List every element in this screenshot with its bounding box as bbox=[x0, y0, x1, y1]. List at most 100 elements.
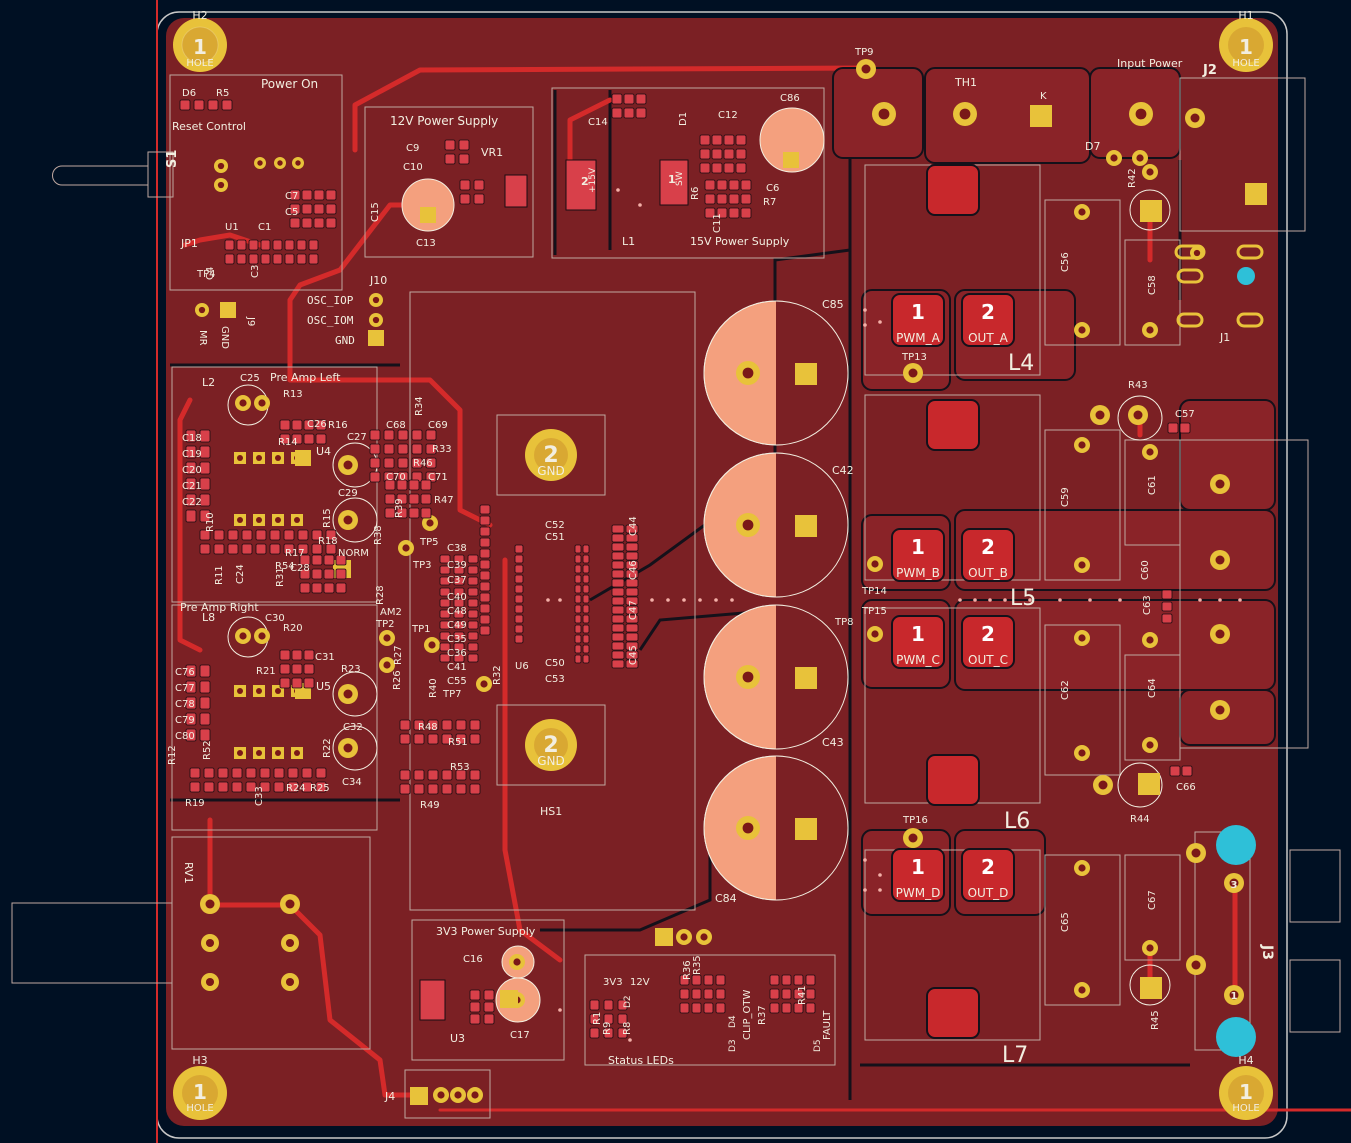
text-sw-label: SW bbox=[675, 171, 685, 186]
text-osc-iop: OSC_IOP bbox=[307, 294, 354, 307]
ref-r37: R37 bbox=[757, 1005, 768, 1025]
text-tp8: TP8 bbox=[834, 617, 854, 628]
text-12v-supply: 12V Power Supply bbox=[390, 114, 498, 128]
text-c43: C43 bbox=[822, 736, 844, 749]
ref-c21: C21 bbox=[182, 481, 202, 492]
ref-r27: R27 bbox=[393, 645, 404, 665]
power-pad-number: 2 bbox=[981, 855, 995, 879]
ref-r22: R22 bbox=[322, 738, 333, 758]
text-15v-supply: 15V Power Supply bbox=[690, 235, 790, 248]
ref-r33: R33 bbox=[432, 444, 452, 455]
smd-components bbox=[179, 93, 1267, 1039]
ref-r31: R31 bbox=[275, 567, 286, 587]
power-pad-label: PWM_A bbox=[896, 331, 940, 345]
ref-r21: R21 bbox=[256, 666, 276, 677]
text-c85: C85 bbox=[822, 298, 844, 311]
ref-c1: C1 bbox=[258, 222, 271, 233]
ref-c69: C69 bbox=[428, 420, 448, 431]
ref-r45: R45 bbox=[1150, 1010, 1161, 1030]
ref-r14: R14 bbox=[278, 437, 298, 448]
text-hs1: HS1 bbox=[540, 805, 562, 818]
ref-r44: R44 bbox=[1130, 814, 1150, 825]
ref-r13: R13 bbox=[283, 389, 303, 400]
text-15v-cap-num: 2 bbox=[581, 175, 589, 188]
power-pad-label: PWM_C bbox=[896, 653, 940, 667]
ref-r17: R17 bbox=[285, 548, 305, 559]
ref-c34: C34 bbox=[342, 777, 362, 788]
ref-c22: C22 bbox=[182, 497, 202, 508]
ref-c33: C33 bbox=[254, 786, 265, 806]
ref-c52: C52 bbox=[545, 520, 565, 531]
ref-r39: R39 bbox=[394, 498, 405, 518]
ref-c60: C60 bbox=[1140, 560, 1151, 580]
ref-c76: C76 bbox=[175, 667, 195, 678]
mounting-hole-ref: H1 bbox=[1238, 9, 1253, 22]
ref-c27: C27 bbox=[347, 432, 367, 443]
ref-c47: C47 bbox=[628, 600, 639, 620]
inductor-pads bbox=[926, 164, 980, 1039]
text-l6: L6 bbox=[1004, 809, 1030, 834]
power-pad-label: OUT_B bbox=[968, 566, 1008, 580]
ref-am2: AM2 bbox=[380, 607, 402, 618]
ref-c49: C49 bbox=[447, 620, 467, 631]
text-sw-num: 1 bbox=[668, 173, 676, 186]
text-tp7: TP7 bbox=[442, 689, 462, 700]
mounting-hole-pin: 1 bbox=[193, 1080, 207, 1104]
ref-r25: R25 bbox=[310, 783, 330, 794]
ref-c18: C18 bbox=[182, 433, 202, 444]
power-pad-label: OUT_D bbox=[968, 886, 1009, 900]
text-s1: S1 bbox=[165, 150, 180, 168]
ref-c48: C48 bbox=[447, 606, 467, 617]
ref-c78: C78 bbox=[175, 699, 195, 710]
text-tp14: TP14 bbox=[861, 586, 887, 597]
ref-c19: C19 bbox=[182, 449, 202, 460]
text-c42: C42 bbox=[832, 464, 854, 477]
ref-c26: C26 bbox=[307, 419, 327, 430]
text-j4: J4 bbox=[384, 1090, 395, 1103]
text-u6: U6 bbox=[515, 661, 529, 672]
ref-r35: R35 bbox=[692, 955, 703, 975]
ref-r47: R47 bbox=[434, 495, 454, 506]
text-tp2: TP2 bbox=[375, 619, 395, 630]
big-capacitors bbox=[703, 300, 849, 901]
ref-c17: C17 bbox=[510, 1030, 530, 1041]
ref-r51: R51 bbox=[448, 737, 468, 748]
ref-c70: C70 bbox=[386, 472, 406, 483]
ref-c25: C25 bbox=[240, 373, 260, 384]
ref-r1: R1 bbox=[592, 1012, 603, 1025]
ref-r32: R32 bbox=[492, 665, 503, 685]
text-led-3v3: 3V3 bbox=[603, 977, 623, 988]
ref-c16: C16 bbox=[463, 954, 483, 965]
text-tp15: TP15 bbox=[861, 606, 887, 617]
ref-d6: D6 bbox=[182, 88, 196, 99]
text-d4: D4 bbox=[728, 1015, 738, 1028]
ref-d1: D1 bbox=[678, 112, 689, 126]
ref-c79: C79 bbox=[175, 715, 195, 726]
ref-r16: R16 bbox=[328, 420, 348, 431]
ref-c39: C39 bbox=[447, 560, 467, 571]
ref-r10: R10 bbox=[205, 512, 216, 532]
ref-c38: C38 bbox=[447, 543, 467, 554]
text-j1: J1 bbox=[1219, 331, 1230, 344]
ref-c29: C29 bbox=[338, 488, 358, 499]
mounting-hole-ref: H3 bbox=[192, 1054, 207, 1067]
power-pad-label: PWM_B bbox=[896, 566, 940, 580]
ref-r28: R28 bbox=[375, 585, 386, 605]
mounting-hole-pin: 1 bbox=[1239, 1080, 1253, 1104]
ref-r18: R18 bbox=[318, 536, 338, 547]
ref-c57: C57 bbox=[1175, 409, 1195, 420]
ref-c28: C28 bbox=[290, 563, 310, 574]
ref-c63: C63 bbox=[1142, 595, 1153, 615]
power-pad-label: OUT_C bbox=[968, 653, 1008, 667]
ref-r9: R9 bbox=[602, 1022, 613, 1035]
power-pad-number: 2 bbox=[981, 300, 995, 324]
